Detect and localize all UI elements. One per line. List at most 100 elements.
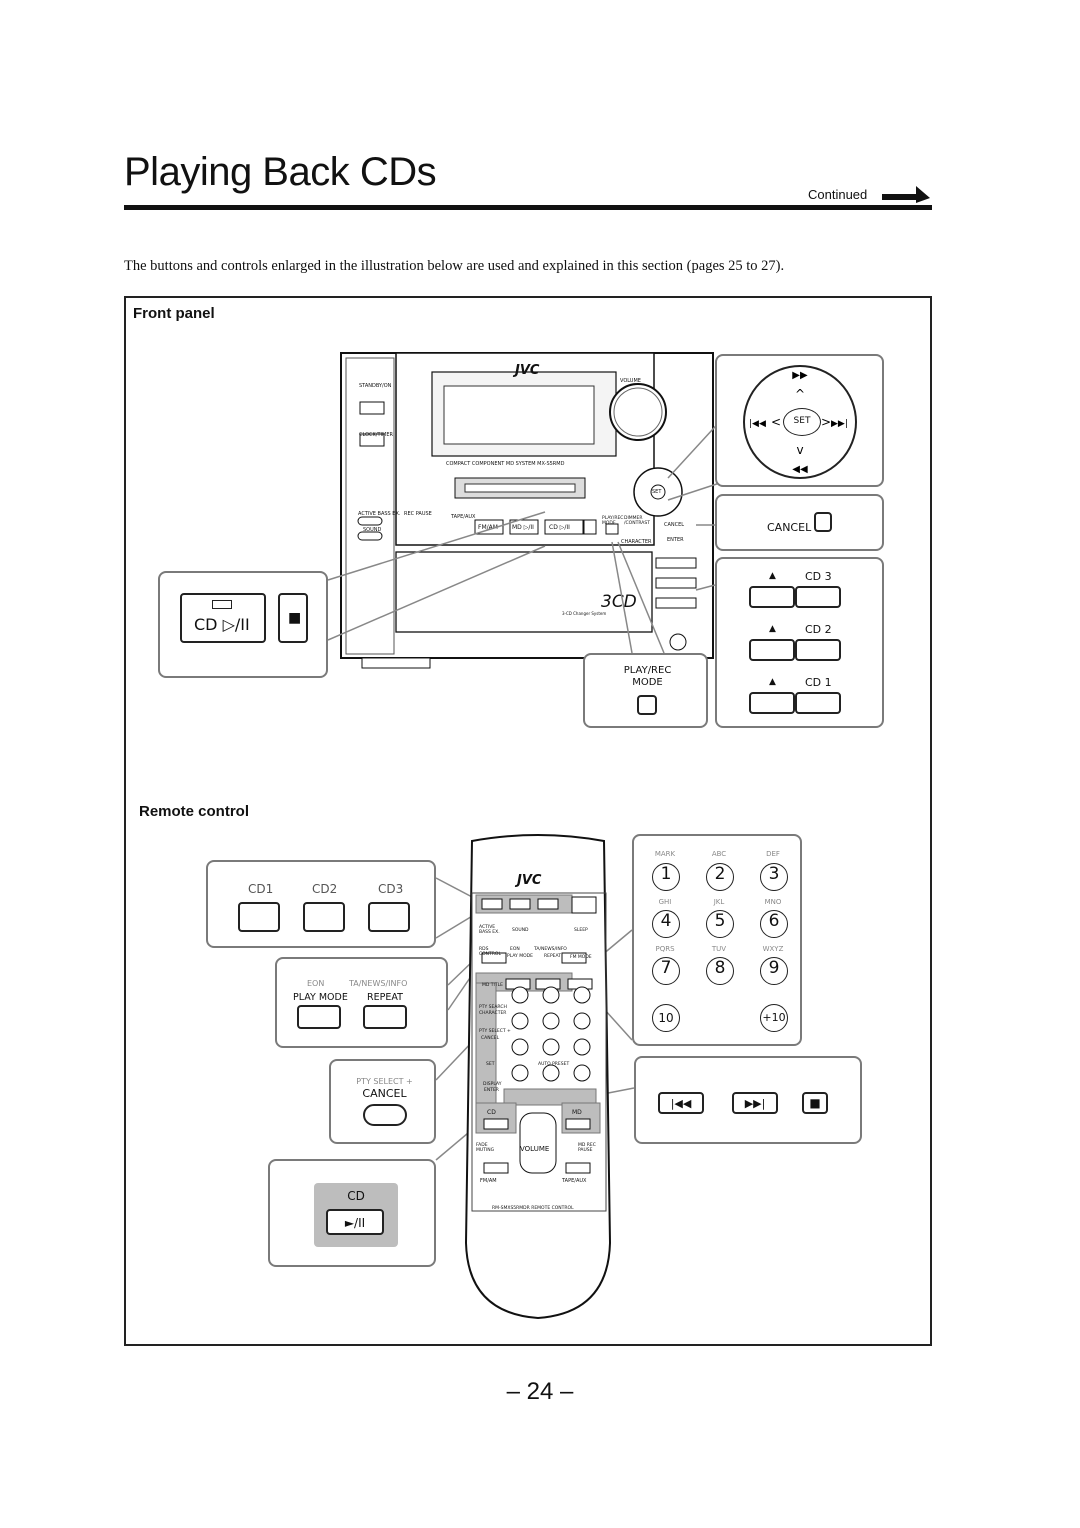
zoom-remote-play-mode: EON TA/NEWS/INFO PLAY MODE REPEAT [275,957,448,1048]
set-button[interactable]: SET [783,408,821,436]
tray3-play-button[interactable] [795,586,841,608]
unit-character-label: CHARACTER [621,539,652,545]
svg-text:^: ^ [795,387,805,401]
remote-enter: ENTER [484,1088,499,1093]
unit-enter-button[interactable]: ENTER [667,537,684,543]
key-2[interactable]: 2 [706,863,734,891]
remote-cd1-button[interactable] [238,902,280,932]
key-label-def: DEF [766,850,780,858]
zoom-remote-cd-select: CD1 CD2 CD3 [206,860,436,948]
tray1-label: CD 1 [805,676,832,689]
zoom-cd-trays: ▲ CD 3 ▲ CD 2 ▲ CD 1 [715,557,884,728]
remote-fm-mode: FM MODE [570,955,592,960]
cd-stop-button[interactable]: ■ [278,593,308,643]
unit-rec-pause-label: REC PAUSE [404,511,432,517]
remote-rds-control: RDS CONTROL [479,947,501,957]
tray3-label: CD 3 [805,570,832,583]
unit-system-name: COMPACT COMPONENT MD SYSTEM MX-S5RMD [446,461,565,467]
svg-text:▶▶: ▶▶ [792,370,808,381]
remote-repeat-label: REPEAT [367,992,403,1003]
key-3[interactable]: 3 [760,863,788,891]
key-4[interactable]: 4 [652,910,680,938]
remote-cd-play-pause-button[interactable]: ►/II [326,1209,384,1235]
tray2-eject-button[interactable] [749,639,795,661]
tray2-play-button[interactable] [795,639,841,661]
svg-text:|◀◀: |◀◀ [749,419,766,429]
remote-play-mode-button[interactable] [297,1005,341,1029]
remote-stop-button[interactable]: ■ [802,1092,828,1114]
remote-auto-preset: AUTO PRESET [538,1062,570,1067]
remote-display: DISPLAY [483,1082,502,1087]
cancel-button[interactable] [814,512,832,532]
illustration-frame [124,296,932,1346]
zoom-cancel: CANCEL [715,494,884,551]
remote-prev-button[interactable]: |◀◀ [658,1092,704,1114]
remote-md-label: MD [572,1109,582,1116]
unit-cd-button[interactable]: CD ▷/II [549,524,570,531]
remote-md-title: MD TITLE [482,983,503,988]
key-label-abc: ABC [711,850,727,858]
key-7[interactable]: 7 [652,957,680,985]
svg-text:◀◀: ◀◀ [792,464,808,475]
remote-set: SET [486,1062,495,1067]
zoom-cd-play-stop: CD ▷/II ■ [158,571,328,678]
front-panel-heading: Front panel [133,305,215,322]
tray1-play-button[interactable] [795,692,841,714]
key-label-mno: MNO [764,898,782,906]
remote-cd3-button[interactable] [368,902,410,932]
remote-ta-news-label: TA/NEWS/INFO [349,979,408,988]
remote-cancel-button[interactable] [363,1104,407,1126]
remote-brand-logo: JVC [517,873,542,888]
remote-next-button[interactable]: ▶▶| [732,1092,778,1114]
key-10[interactable]: 10 [652,1004,680,1032]
unit-cancel-button[interactable]: CANCEL [664,522,685,528]
remote-heading: Remote control [139,803,250,820]
remote-md-rec-pause: MD REC PAUSE [578,1143,596,1153]
front-panel-unit [340,352,714,669]
unit-sound-label: SOUND [363,527,382,533]
intro-text: The buttons and controls enlarged in the… [124,258,785,274]
remote-repeat-button[interactable] [363,1005,407,1029]
unit-clock-label: CLOCK/TIMER [359,432,393,438]
remote-pty-select-label: PTY SELECT + [356,1077,413,1086]
title-rule [124,205,932,210]
zoom-remote-keypad: MARK ABC DEF 1 2 3 GHI JKL MNO 4 5 6 PQR… [632,834,802,1046]
unit-standby-label: STANDBY/ON [359,383,392,389]
play-rec-label-1: PLAY/REC [623,665,672,676]
remote-cd-highlight: CD ►/II [314,1183,398,1247]
play-rec-mode-button[interactable] [637,695,657,715]
page-number: – 24 – [506,1378,574,1405]
unit-fm-am-button[interactable]: FM/AM [478,524,498,531]
remote-cd2-button[interactable] [303,902,345,932]
cd-play-pause-button[interactable]: CD ▷/II [180,593,266,643]
remote-eon-label: EON [307,979,325,988]
key-9[interactable]: 9 [760,957,788,985]
svg-text:<: < [771,415,781,429]
remote-eon: EON [510,947,520,952]
zoom-play-rec-mode: PLAY/REC MODE [583,653,708,728]
remote-ta-news: TA/NEWS/INFO [534,947,567,952]
key-plus-10[interactable]: +10 [760,1004,788,1032]
unit-set-button[interactable]: SET [652,489,662,495]
page-title: Playing Back CDs [124,150,437,194]
continued-label: Continued [808,187,868,202]
zoom-remote-cancel: PTY SELECT + CANCEL [329,1059,436,1144]
key-5[interactable]: 5 [706,910,734,938]
key-label-ghi: GHI [658,898,672,906]
remote-body [464,834,612,1320]
key-6[interactable]: 6 [760,910,788,938]
zoom-remote-cd-play: CD ►/II [268,1159,436,1267]
remote-cd1-label: CD1 [248,882,274,896]
unit-md-button[interactable]: MD ▷/II [512,524,534,531]
remote-volume: VOLUME [520,1145,550,1153]
unit-3cd-badge: 3CD [601,592,637,612]
tray1-eject-button[interactable] [749,692,795,714]
remote-cd3-label: CD3 [378,882,404,896]
remote-fm-am: FM/AM [480,1178,497,1184]
unit-tape-aux-label: TAPE/AUX [451,514,476,520]
remote-character: CHARACTER [479,1011,507,1016]
tray3-eject-button[interactable] [749,586,795,608]
key-1[interactable]: 1 [652,863,680,891]
key-8[interactable]: 8 [706,957,734,985]
